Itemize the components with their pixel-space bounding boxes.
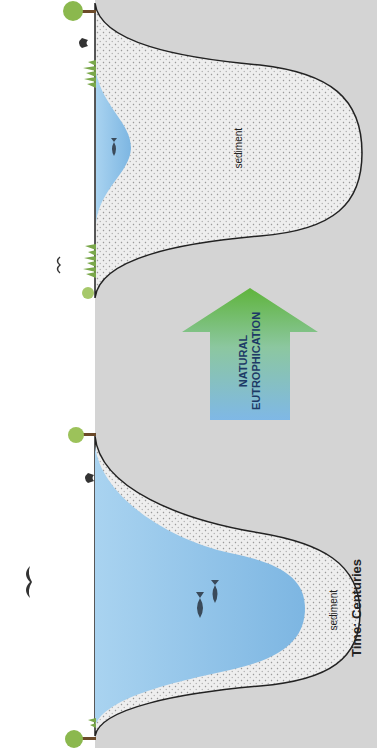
fish bbox=[111, 138, 219, 618]
sediment-label: sediment bbox=[328, 590, 339, 631]
marsh-plants bbox=[83, 60, 96, 728]
arrow-label: NATURAL EUTROPHICATION bbox=[237, 302, 263, 420]
basin-deep bbox=[95, 436, 360, 736]
sediment-label: sediment bbox=[233, 128, 244, 169]
birds bbox=[26, 38, 94, 598]
process-arrow: NATURAL EUTROPHICATION bbox=[182, 288, 318, 420]
trees bbox=[63, 1, 96, 748]
water-deep bbox=[95, 446, 305, 726]
basin-filled bbox=[95, 3, 362, 298]
ground bbox=[95, 0, 377, 748]
time-label: Time: Centuries bbox=[349, 559, 364, 657]
water-shallow bbox=[96, 73, 131, 223]
